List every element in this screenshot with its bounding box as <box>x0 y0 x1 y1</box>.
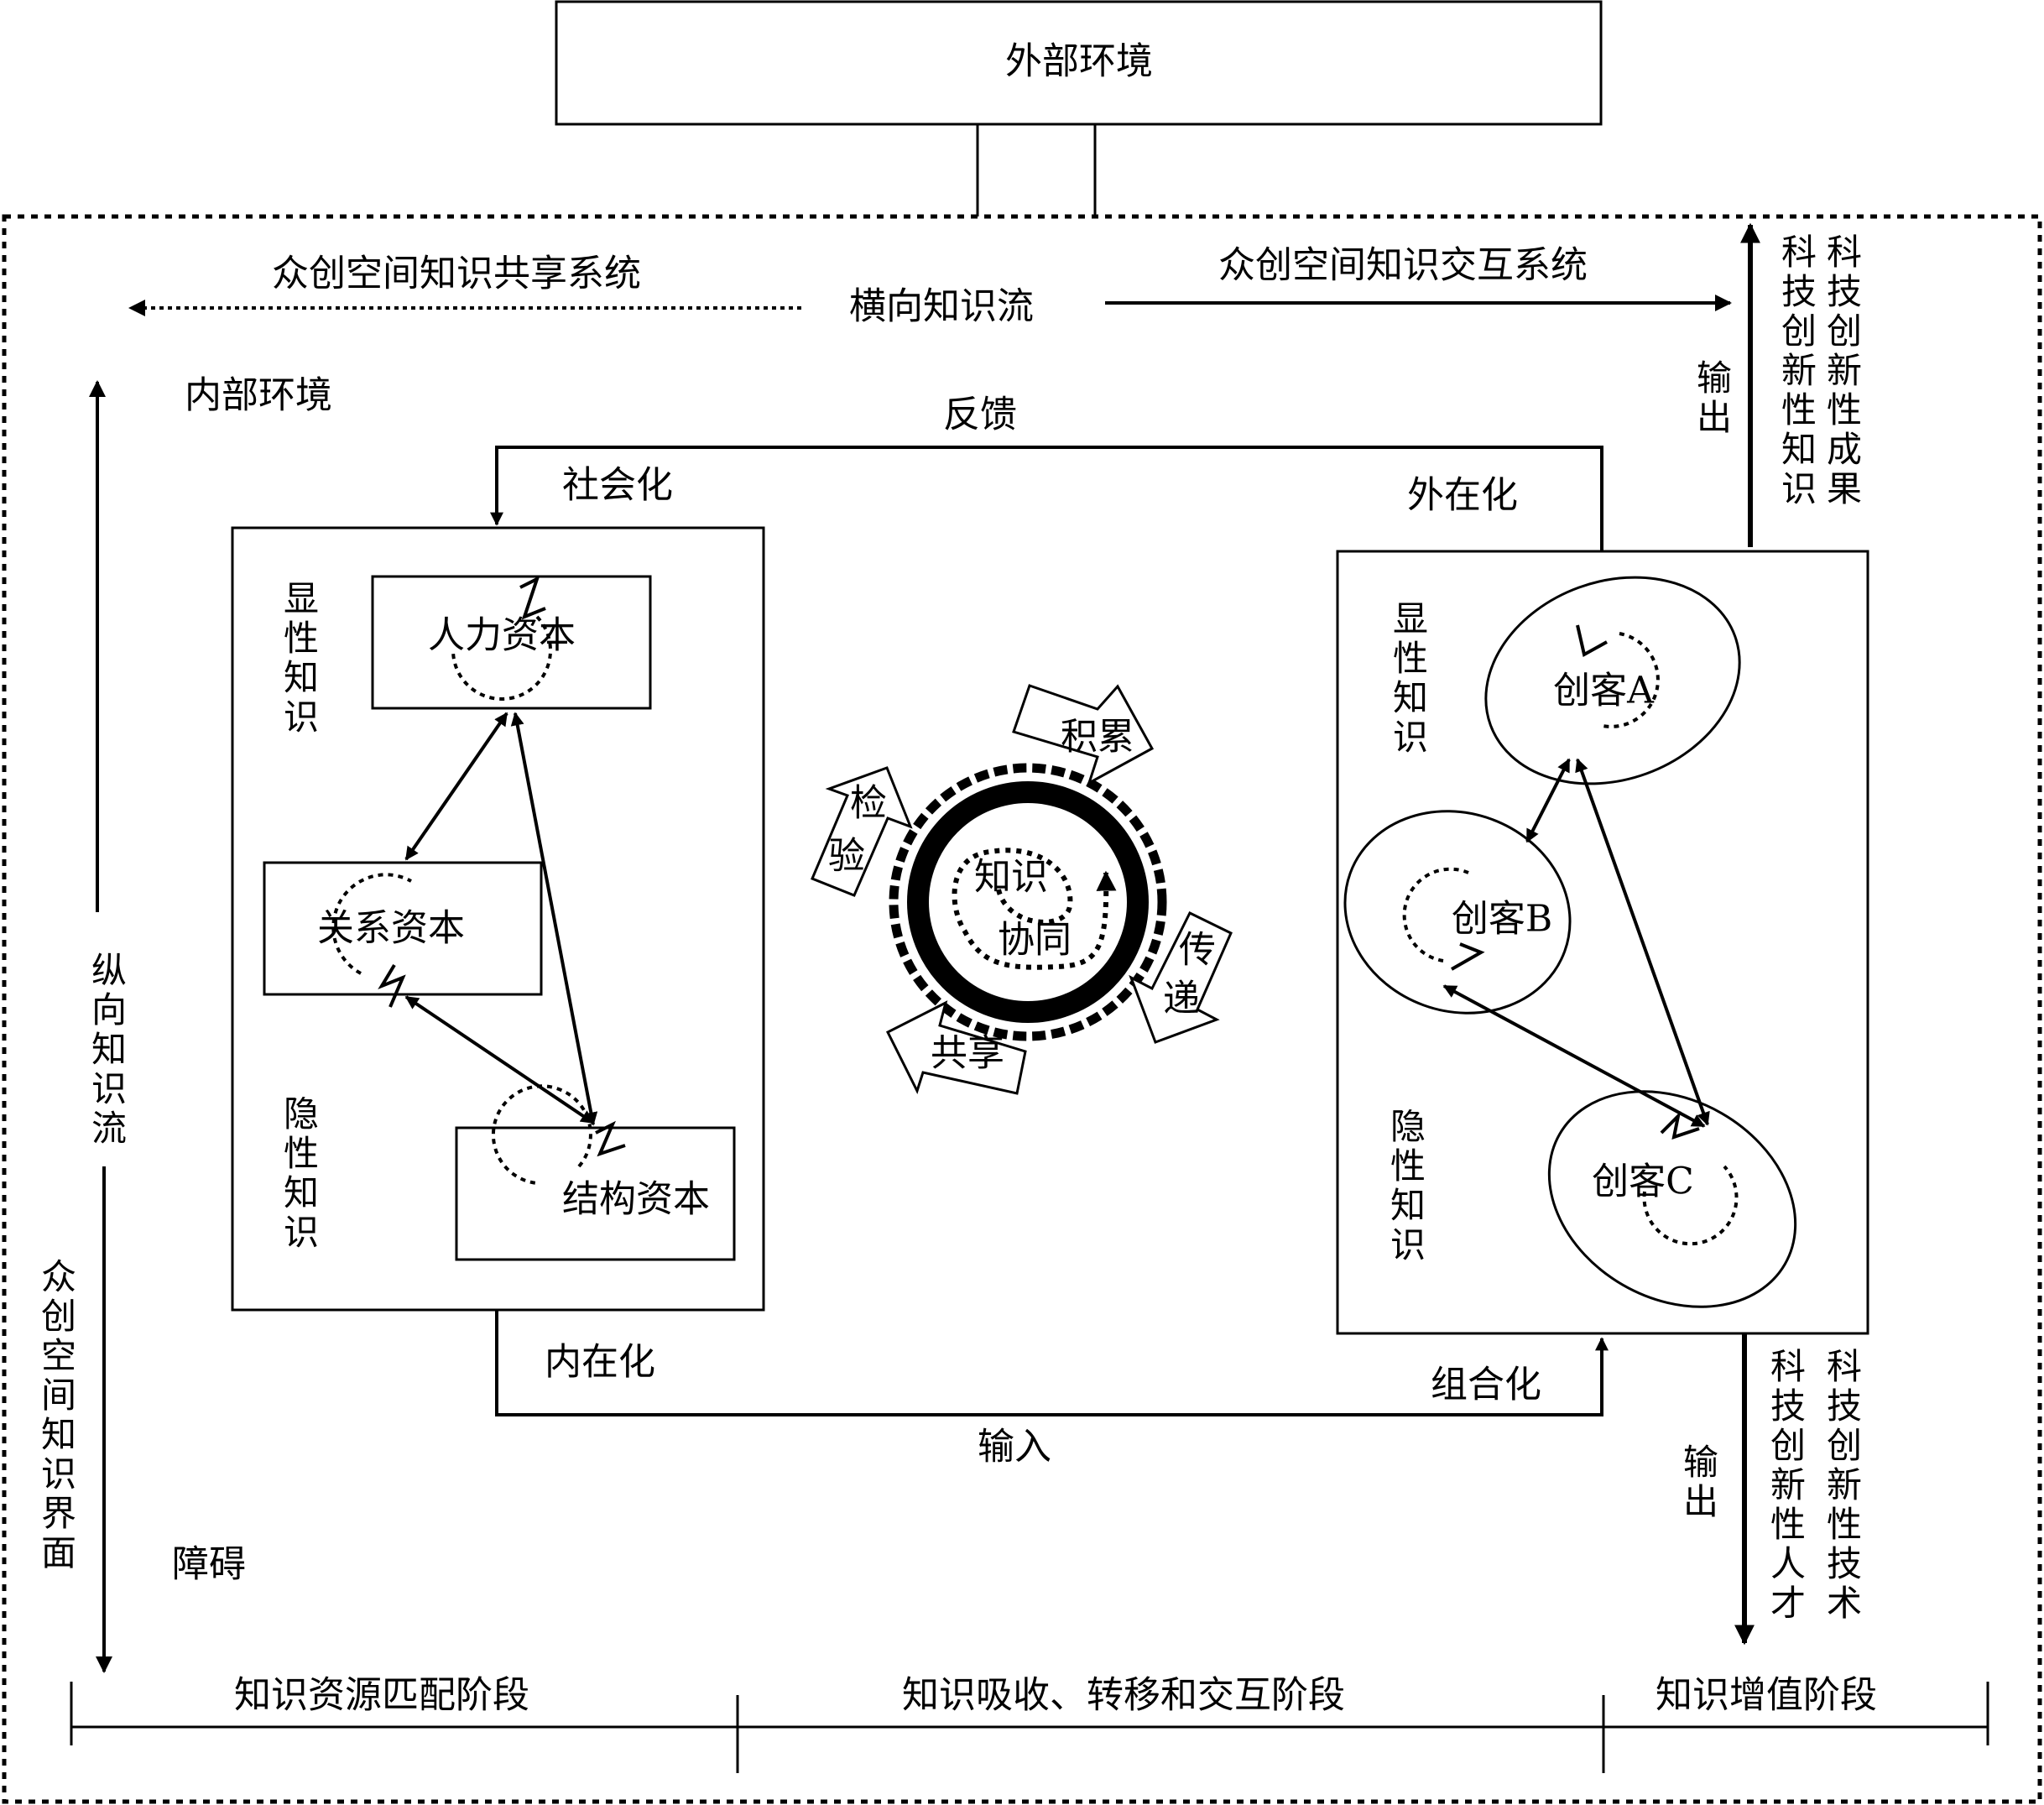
hook-icon <box>519 576 546 620</box>
input-label: 输入 <box>978 1426 1051 1469</box>
dashed-ring <box>889 763 1167 1041</box>
human-capital-box <box>371 575 652 710</box>
maker-a-label: 创客A <box>1553 670 1655 712</box>
synergy-line1: 知识 <box>974 856 1048 899</box>
spiral-arrow <box>952 848 1117 970</box>
synergy-line2: 协同 <box>998 919 1072 962</box>
combination-label: 组合化 <box>1431 1364 1541 1406</box>
human-capital-label: 人力资本 <box>428 614 576 657</box>
transfer-label-2: 递 <box>1163 978 1200 1020</box>
feedback-path <box>490 446 1603 550</box>
a-b-arrow <box>1525 758 1571 843</box>
output-top-label: 输出 <box>1692 359 1733 438</box>
barrier-label: 障碍 <box>172 1543 246 1586</box>
socialization-label: 社会化 <box>562 464 673 507</box>
share-label: 共享 <box>931 1032 1004 1075</box>
stage-value-added-label: 知识增值阶段 <box>1656 1674 1877 1717</box>
internalization-label: 内在化 <box>545 1341 655 1384</box>
verify-block-arrow <box>811 766 913 897</box>
maker-b-label: 创客B <box>1452 898 1552 941</box>
cycle-icon <box>1602 632 1660 728</box>
horizontal-flow-label: 横向知识流 <box>849 285 1034 328</box>
external-environment-label: 外部环境 <box>1005 40 1153 83</box>
feedback-label: 反馈 <box>943 394 1017 436</box>
verify-label-1: 检 <box>850 782 887 825</box>
output-top-col1: 科技创新性成果 <box>1822 233 1863 509</box>
maker-c-label: 创客C <box>1592 1161 1694 1203</box>
output-bottom-col1: 科技创新性技术 <box>1822 1348 1863 1624</box>
transfer-block-arrow <box>1129 910 1233 1044</box>
b-c-arrow <box>1442 984 1706 1128</box>
verify-label-2: 验 <box>828 835 865 878</box>
accumulate-block-arrow <box>1012 684 1155 786</box>
internal-environment-label: 内部环境 <box>185 374 332 417</box>
structure-capital-label: 结构资本 <box>562 1178 710 1221</box>
share-block-arrow <box>885 1000 1027 1095</box>
relation-capital-box <box>263 861 543 996</box>
left-explicit-label: 显性知识 <box>279 580 320 738</box>
internal-environment-border <box>2 214 2042 1804</box>
output-top-col2: 科技创新性知识 <box>1776 233 1817 509</box>
sharing-system-label: 众创空间知识共享系统 <box>272 253 641 295</box>
interaction-system-label: 众创空间知识交互系统 <box>1218 244 1588 287</box>
vertical-flow-label: 纵向知识流 <box>86 952 128 1149</box>
maker-b-ellipse <box>1343 810 1572 1015</box>
structure-capital-box <box>455 1126 736 1261</box>
hook-icon <box>1576 624 1608 658</box>
human-relation-arrow <box>404 712 508 861</box>
solid-ring <box>907 781 1149 1023</box>
output-bottom-label: 输出 <box>1678 1443 1719 1522</box>
cycle-icon <box>331 873 412 975</box>
accumulate-label: 积累 <box>1061 716 1134 759</box>
relation-capital-label: 关系资本 <box>317 907 465 950</box>
cycle-icon <box>1642 1165 1739 1246</box>
externalization-label: 外在化 <box>1407 474 1518 517</box>
output-bottom-col2: 科技创新性人才 <box>1765 1348 1807 1624</box>
hook-icon <box>378 963 406 1008</box>
stage-matching-label: 知识资源匹配阶段 <box>234 1674 529 1717</box>
right-explicit-label: 显性知识 <box>1388 600 1429 758</box>
cycle-icon <box>1402 867 1469 962</box>
transfer-label-1: 传 <box>1179 929 1216 972</box>
cycle-icon <box>451 615 552 701</box>
interface-label: 众创空间知识界面 <box>36 1258 77 1573</box>
external-environment-box <box>555 0 1603 126</box>
stage-absorption-label: 知识吸收、转移和交互阶段 <box>902 1674 1345 1717</box>
left-tacit-label: 隐性知识 <box>279 1095 320 1253</box>
knowledge-synergy-core: 知识 协同 <box>889 763 1167 1041</box>
input-path <box>495 1310 1609 1416</box>
relation-structure-arrow <box>404 995 595 1124</box>
right-tacit-label: 隐性知识 <box>1385 1108 1426 1265</box>
hook-icon <box>595 1120 626 1157</box>
maker-c-ellipse <box>1547 1090 1797 1308</box>
hook-icon <box>1451 942 1485 971</box>
